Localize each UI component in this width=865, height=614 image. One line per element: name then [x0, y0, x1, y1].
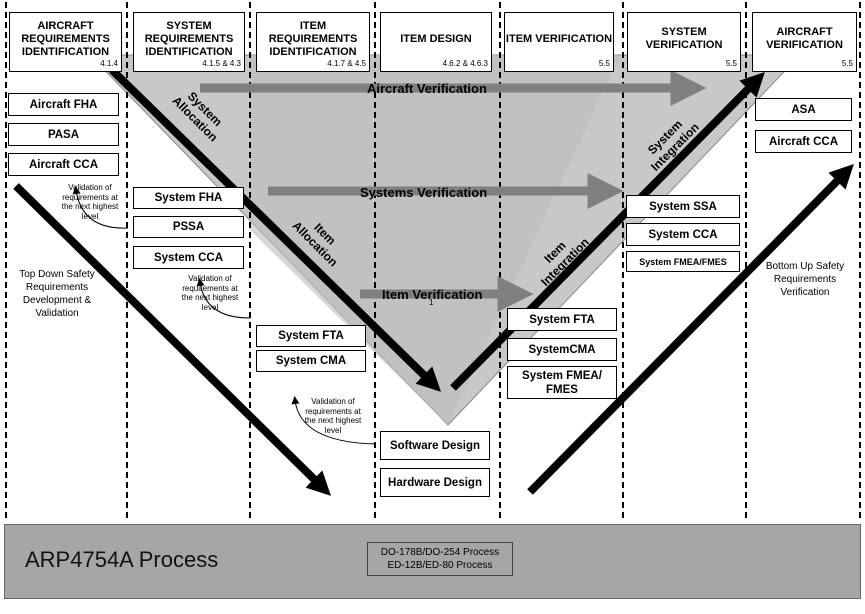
- header-system-requirements: SYSTEM REQUIREMENTS IDENTIFICATION 4.1.5…: [133, 12, 245, 72]
- header-aircraft-requirements: AIRCRAFT REQUIREMENTS IDENTIFICATION 4.1…: [9, 12, 122, 72]
- header-ref: 4.6.2 & 4.6.3: [442, 59, 488, 68]
- top-down-label: Top Down Safety Requirements Development…: [19, 269, 95, 319]
- asa-box: ASA: [755, 98, 852, 121]
- header-ref: 5.5: [598, 59, 610, 68]
- header-ref: 5.5: [841, 59, 853, 68]
- header-ref: 5.5: [725, 59, 737, 68]
- system-cma-box-left: System CMA: [256, 350, 366, 372]
- header-title: AIRCRAFT REQUIREMENTS IDENTIFICATION: [21, 19, 110, 58]
- process-footer: ARP4754A Process DO-178B/DO-254 Process …: [4, 524, 861, 599]
- bottom-up-arrow: [527, 164, 854, 495]
- header-title: ITEM VERIFICATION: [505, 32, 613, 45]
- validation-note-2: Validation of requirements at the next h…: [181, 274, 239, 312]
- system-fmea-fmes-box: System FMEA/FMES: [626, 251, 740, 272]
- header-title: SYSTEM VERIFICATION: [645, 26, 723, 51]
- header-aircraft-verification: AIRCRAFT VERIFICATION 5.5: [752, 12, 857, 72]
- integration-arrow: [450, 72, 765, 391]
- v-triangle-shade: [250, 55, 620, 425]
- validation-curve-1: [72, 186, 129, 229]
- header-item-verification: ITEM VERIFICATION 5.5: [504, 12, 614, 72]
- system-cca-box: System CCA: [133, 246, 244, 269]
- validation-curve-2: [196, 278, 251, 319]
- header-item-design: ITEM DESIGN 4.6.2 & 4.6.3: [380, 12, 492, 72]
- header-title: AIRCRAFT VERIFICATION: [766, 26, 843, 51]
- header-system-verification: SYSTEM VERIFICATION 5.5: [627, 12, 741, 72]
- bottom-up-label: Bottom Up Safety Requirements Verificati…: [765, 261, 845, 298]
- allocation-arrow: [109, 67, 442, 392]
- top-down-arrow: [13, 183, 331, 496]
- pssa-box: PSSA: [133, 216, 244, 238]
- aircraft-cca-box: Aircraft CCA: [8, 153, 119, 176]
- header-ref: 4.1.4: [100, 59, 118, 68]
- pasa-box: PASA: [8, 123, 119, 146]
- aircraft-cca-box-right: Aircraft CCA: [755, 130, 852, 153]
- header-title: SYSTEM REQUIREMENTS IDENTIFICATION: [144, 19, 234, 58]
- system-cca-box-right: System CCA: [626, 223, 740, 246]
- header-ref: 4.1.5 & 4.3: [202, 59, 241, 68]
- stray-mark: 1: [429, 298, 434, 307]
- hardware-design-box: Hardware Design: [380, 468, 490, 497]
- validation-curve-3: [291, 396, 376, 445]
- aircraft-verification-label: Aircraft Verification: [367, 81, 487, 96]
- standards-line-2: ED-12B/ED-80 Process: [387, 560, 493, 571]
- system-fta-box-right: System FTA: [507, 308, 617, 331]
- header-title: ITEM REQUIREMENTS IDENTIFICATION: [268, 19, 358, 58]
- system-fmea-fmes-box-item: System FMEA/ FMES: [507, 366, 617, 399]
- validation-note-1: Validation of requirements at the next h…: [61, 183, 119, 221]
- footer-title: ARP4754A Process: [25, 547, 219, 572]
- aircraft-fha-box: Aircraft FHA: [8, 93, 119, 116]
- validation-note-3: Validation of requirements at the next h…: [304, 397, 362, 435]
- system-cma-box-right: SystemCMA: [507, 338, 617, 361]
- column-separators: [5, 2, 861, 520]
- header-title: ITEM DESIGN: [400, 32, 472, 45]
- standards-line-1: DO-178B/DO-254 Process: [380, 547, 500, 558]
- system-ssa-box: System SSA: [626, 195, 740, 218]
- header-item-requirements: ITEM REQUIREMENTS IDENTIFICATION 4.1.7 &…: [256, 12, 370, 72]
- item-verification-label: Item Verification: [382, 287, 483, 302]
- system-fta-box-left: System FTA: [256, 325, 366, 347]
- standards-box: DO-178B/DO-254 Process ED-12B/ED-80 Proc…: [367, 542, 513, 576]
- header-ref: 4.1.7 & 4.5: [327, 59, 366, 68]
- software-design-box: Software Design: [380, 431, 490, 460]
- system-fha-box: System FHA: [133, 187, 244, 209]
- systems-verification-label: Systems Verification: [360, 185, 488, 200]
